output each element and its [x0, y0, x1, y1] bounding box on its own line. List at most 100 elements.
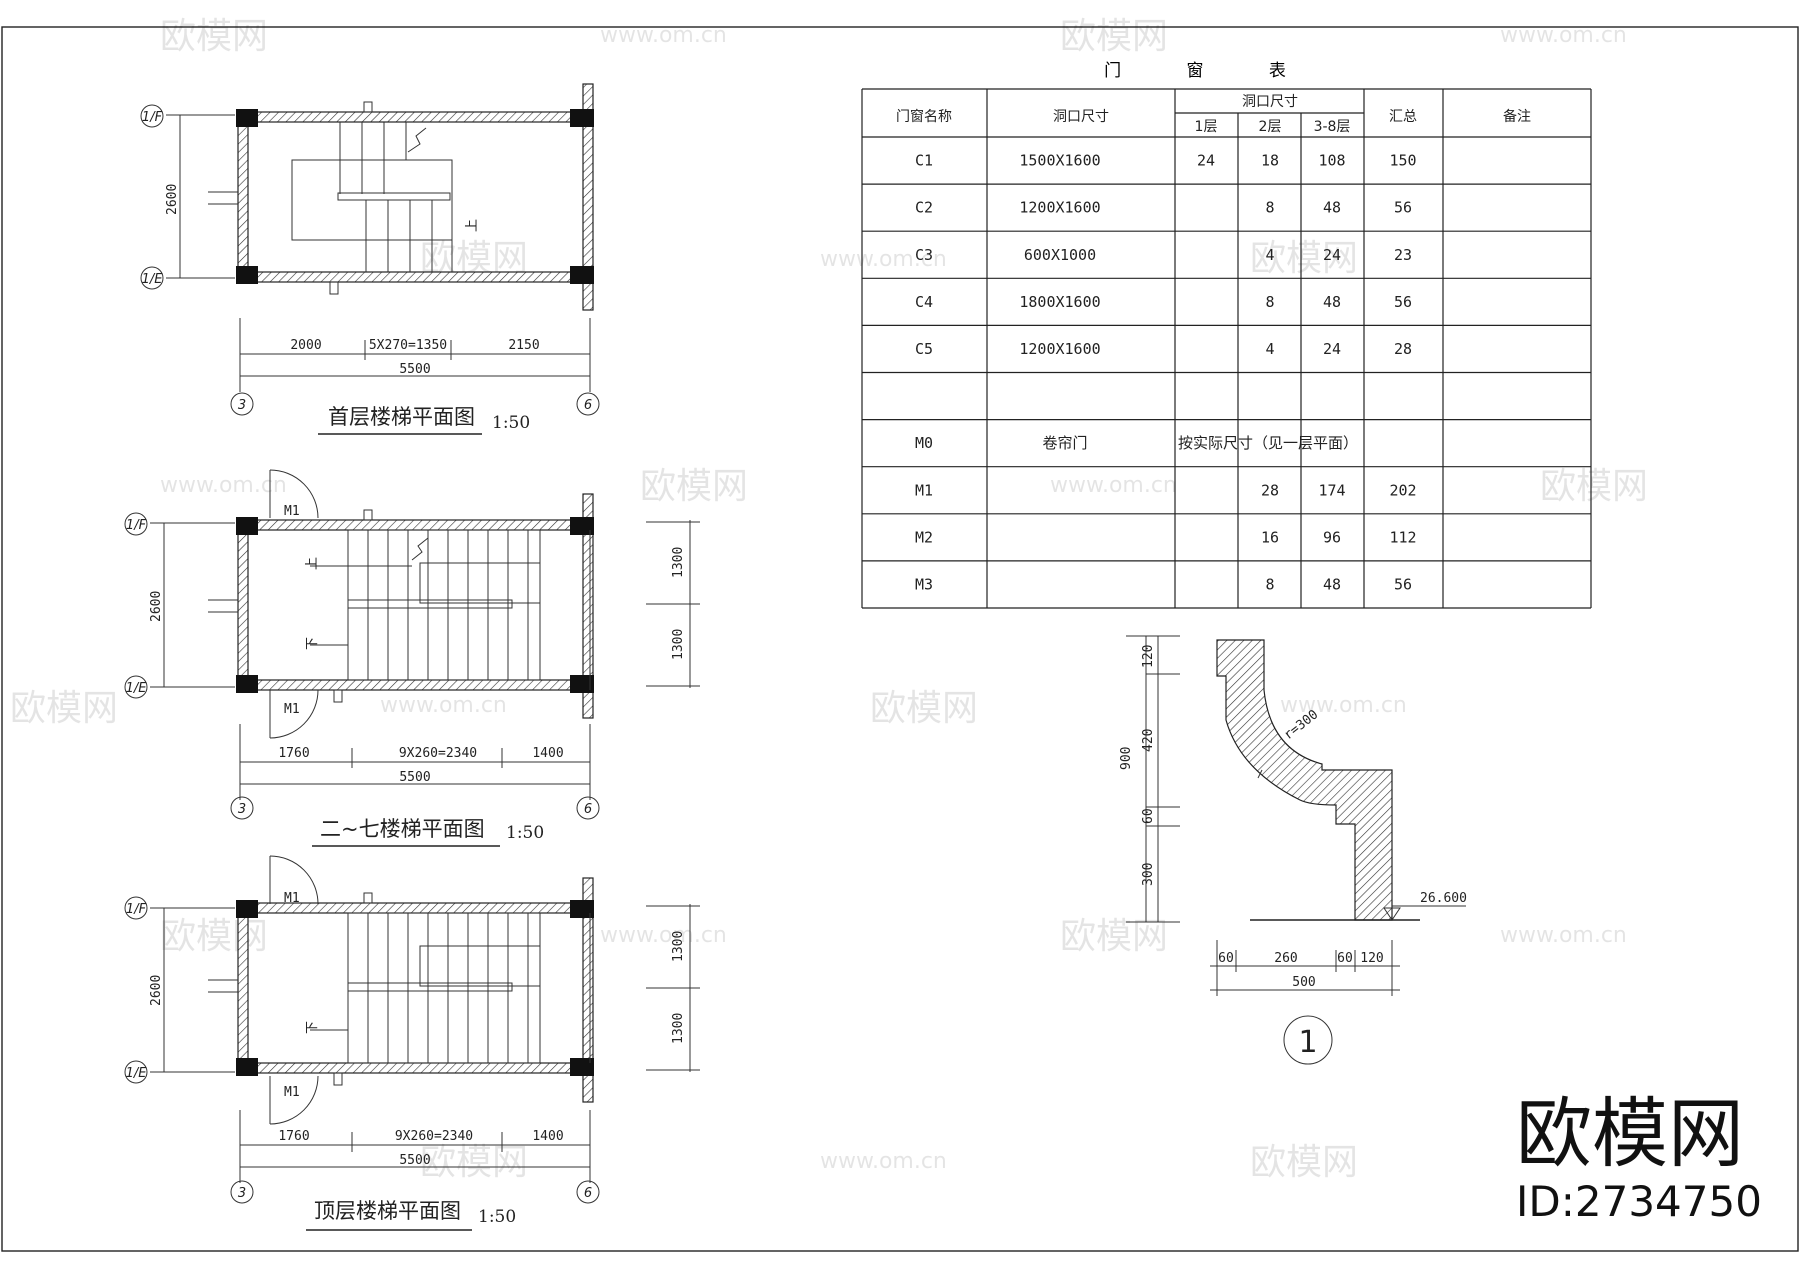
detail-dim: 120: [1360, 951, 1383, 966]
table-cell-size: 1500X1600: [1019, 152, 1100, 170]
column: [236, 109, 258, 127]
table-cell-f2: 4: [1265, 340, 1274, 358]
wall-bottom: [237, 271, 574, 283]
watermark-brand: 欧模网: [1250, 238, 1358, 279]
table-cell-f3: 174: [1318, 481, 1345, 499]
dim-segment: 9X260=2340: [399, 746, 477, 761]
table-cell-f2: 16: [1261, 528, 1279, 546]
stamp-brand: 欧模网: [1516, 1089, 1744, 1178]
table-cell-total: 23: [1394, 246, 1412, 264]
watermark-brand: 欧模网: [10, 688, 118, 729]
table-cell-f3: 96: [1323, 528, 1341, 546]
stamp-id: ID:2734750: [1516, 1177, 1762, 1226]
header-floor2: 2层: [1259, 119, 1282, 135]
header-floor1: 1层: [1195, 119, 1218, 135]
dim-right: 1300: [671, 931, 686, 962]
table-cell-total: 112: [1389, 528, 1416, 546]
table-cell-f3: 24: [1323, 246, 1341, 264]
stair-down-label: 下: [305, 1021, 320, 1034]
axis-label-bottom: 1/E: [142, 272, 164, 287]
watermarks: 欧模网 www.om.cn 欧模网 www.om.cn 欧模网 www.om.c…: [10, 16, 1648, 1183]
dim-total: 5500: [399, 362, 430, 377]
wall-left: [237, 111, 249, 283]
watermark-brand: 欧模网: [160, 916, 268, 957]
watermark-site: www.om.cn: [820, 1149, 947, 1174]
dim-vertical: 2600: [165, 184, 180, 215]
axis-label-bottom: 1/E: [126, 681, 148, 696]
dim-total: 5500: [399, 770, 430, 785]
axis-label-bottom: 1/E: [126, 1066, 148, 1081]
plan-title: 顶层楼梯平面图: [314, 1199, 461, 1223]
table-cell-name: C3: [915, 246, 933, 264]
table-cell-total: 150: [1389, 152, 1416, 170]
column: [570, 266, 594, 284]
detail-cornice: r=300 26.600 120 420 60 300 900 60 260 6…: [1119, 635, 1467, 1065]
watermark-site: www.om.cn: [160, 473, 287, 498]
table-cell-name: M0: [915, 434, 933, 452]
detail-dim: 60: [1141, 808, 1156, 824]
door-window-table: 门 窗 表 门窗名称 洞口尺寸 洞口尺寸 1层 2层 3-8层 汇总 备注 C1…: [861, 61, 1592, 609]
table-cell-name: C1: [915, 152, 933, 170]
table-cell-total: 56: [1394, 293, 1412, 311]
watermark-site: www.om.cn: [1050, 473, 1177, 498]
table-cell-f2: 4: [1265, 246, 1274, 264]
plan-scale: 1:50: [506, 823, 544, 843]
detail-dim: 120: [1141, 645, 1156, 668]
header-size: 洞口尺寸: [1053, 109, 1109, 125]
axis-label-top: 1/F: [126, 518, 147, 533]
dim-segment: 1760: [278, 746, 309, 761]
dim-segment: 1400: [532, 1129, 563, 1144]
stair-run: 下: [305, 912, 541, 1064]
detail-dim-total: 900: [1119, 747, 1134, 770]
stair-run: 上: [291, 122, 480, 272]
axis-label-right: 6: [584, 1186, 592, 1201]
dim-segment: 2000: [290, 338, 321, 353]
table-cell-size: 1200X1600: [1019, 340, 1100, 358]
wall-top: [237, 111, 574, 123]
door-label: M1: [284, 702, 300, 717]
cornice-section: [1216, 639, 1393, 921]
plan-title: 二~七楼梯平面图: [320, 817, 485, 841]
axis-label-top: 1/F: [142, 110, 163, 125]
table-cell-size: 1200X1600: [1019, 199, 1100, 217]
dim-segment: 9X260=2340: [395, 1129, 473, 1144]
watermark-brand: 欧模网: [640, 466, 748, 507]
table-cell-f3: 24: [1323, 340, 1341, 358]
table-cell-f3: 48: [1323, 575, 1341, 593]
detail-marker: 1: [1298, 1025, 1317, 1060]
dim-right: 1300: [671, 629, 686, 660]
table-title: 门 窗 表: [1104, 61, 1316, 81]
watermark-site: www.om.cn: [600, 923, 727, 948]
dim-vertical: 2600: [149, 591, 164, 622]
plan-typical-floor: M1 M1 上 下 1/F 1/E 2600: [124, 469, 700, 847]
plan-top-floor: M1 M1 下 1/F 1/E 2600: [124, 855, 700, 1231]
table-cell-f2: 8: [1265, 293, 1274, 311]
watermark-brand: 欧模网: [870, 688, 978, 729]
header-floor3-8: 3-8层: [1314, 119, 1351, 135]
watermark-site: www.om.cn: [1500, 923, 1627, 948]
dim-segment: 1400: [532, 746, 563, 761]
door-label: M1: [284, 891, 300, 906]
table-cell-name: M1: [915, 481, 933, 499]
table-cell-name: C2: [915, 199, 933, 217]
table-cell-name: C5: [915, 340, 933, 358]
detail-dim-total: 500: [1292, 975, 1315, 990]
header-total: 汇总: [1389, 109, 1417, 125]
table-cell-f1: 24: [1197, 152, 1215, 170]
table-cell-total: 56: [1394, 575, 1412, 593]
axis-label-top: 1/F: [126, 902, 147, 917]
plan-scale: 1:50: [478, 1207, 516, 1227]
watermark-brand: 欧模网: [160, 16, 268, 57]
dim-right: 1300: [671, 1013, 686, 1044]
watermark-brand: 欧模网: [1060, 916, 1168, 957]
dim-total: 5500: [399, 1153, 430, 1168]
stair-up-label: 上: [305, 557, 320, 570]
